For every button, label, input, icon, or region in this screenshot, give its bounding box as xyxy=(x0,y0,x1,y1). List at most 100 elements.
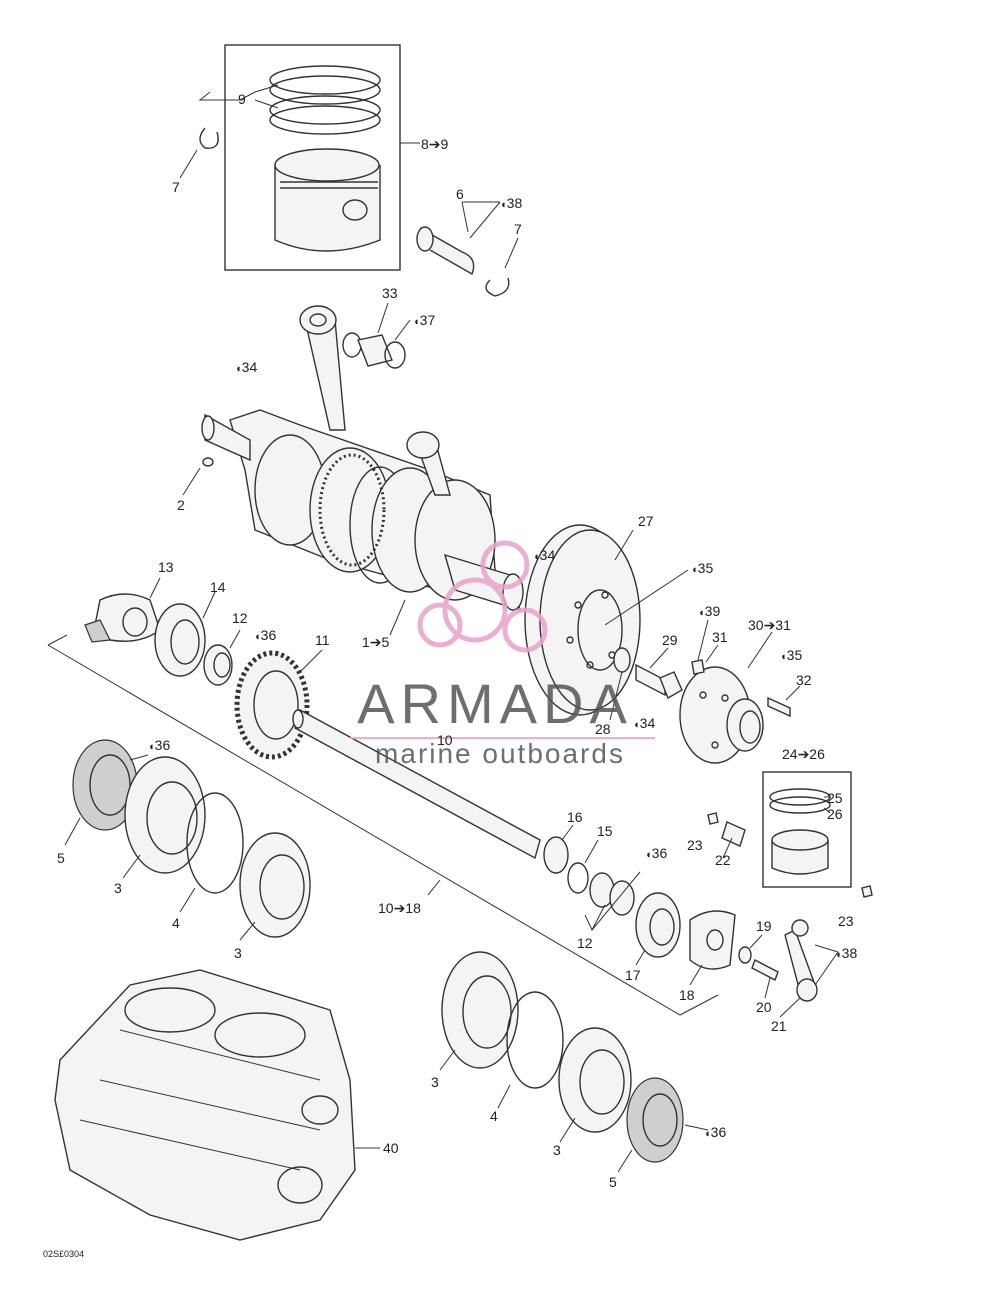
bolt-29 xyxy=(635,647,683,700)
bearing-14 xyxy=(154,591,216,677)
label-15: 15 xyxy=(597,823,613,839)
label-21: 21 xyxy=(771,1018,787,1034)
label-6: 6 xyxy=(456,186,464,202)
crankcase-40 xyxy=(54,969,380,1241)
bearing-17 xyxy=(635,892,681,966)
nut-23-lower xyxy=(861,885,873,898)
piston-assembly-box xyxy=(198,44,420,271)
screw-32 xyxy=(767,685,801,718)
label-17: 17 xyxy=(625,967,641,983)
label-13: 13 xyxy=(158,559,174,575)
balancer-group-outline xyxy=(47,634,719,1016)
oil-drop-icon: ◖ xyxy=(633,719,640,731)
oil-drop-icon: ◖ xyxy=(413,316,420,328)
circlip-7-left xyxy=(179,127,219,179)
label-23-upper: 23 xyxy=(687,837,703,853)
oil-seal-12-upper xyxy=(203,629,241,686)
oil-drop-icon: ◖ xyxy=(835,949,842,961)
label-26: 26 xyxy=(827,806,843,822)
label-23-lower: 23 xyxy=(838,913,854,929)
balancer-weight-13 xyxy=(84,577,161,643)
oil-drop-icon: ◖ xyxy=(254,631,261,643)
leader-10-18 xyxy=(427,879,441,896)
label-27: 27 xyxy=(638,513,654,529)
label-10: 10 xyxy=(437,732,453,748)
drive-hub-30 xyxy=(679,631,773,764)
crankshaft-assembly xyxy=(182,305,524,636)
label-9: 9 xyxy=(238,91,246,107)
circlip-7-right xyxy=(485,237,519,297)
oil-drop-icon: ◖ xyxy=(645,849,652,861)
label-1-5: 1➔5 xyxy=(362,634,390,650)
label-34-mid: ◖34 xyxy=(533,547,555,563)
label-3-left-b: 3 xyxy=(234,945,242,961)
label-28: 28 xyxy=(595,721,611,737)
oil-drop-icon: ◖ xyxy=(235,363,242,375)
oil-drop-icon: ◖ xyxy=(698,607,705,619)
label-30-31: 30➔31 xyxy=(748,617,791,633)
label-3-left-a: 3 xyxy=(114,880,122,896)
washer-28 xyxy=(609,647,631,721)
nut-23-upper xyxy=(707,812,719,825)
label-37: ◖37 xyxy=(413,312,435,328)
armada-logo-icon xyxy=(417,540,548,653)
figure-code: 02S£0304 xyxy=(43,1249,84,1259)
oil-drop-icon: ◖ xyxy=(691,564,698,576)
oil-drop-icon: ◖ xyxy=(500,199,507,211)
label-35-top: ◖35 xyxy=(691,560,713,576)
watermark-tagline: marine outboards xyxy=(375,738,625,769)
label-3-right-a: 3 xyxy=(431,1074,439,1090)
label-36-mid: ◖36 xyxy=(645,845,667,861)
pin-19 xyxy=(738,934,763,964)
ring-4-left xyxy=(179,792,244,913)
screw-31 xyxy=(691,619,719,675)
piston-pin-6 xyxy=(416,201,501,276)
label-14: 14 xyxy=(210,579,226,595)
label-38-right: ◖38 xyxy=(835,945,857,961)
label-40: 40 xyxy=(383,1140,399,1156)
oil-drop-icon: ◖ xyxy=(780,651,787,663)
oil-drop-icon: ◖ xyxy=(533,551,540,563)
label-22: 22 xyxy=(715,852,731,868)
label-35-right: ◖35 xyxy=(780,647,802,663)
label-11: 11 xyxy=(315,632,330,648)
piston-kit-box-24 xyxy=(762,771,852,888)
needle-bearing-16 xyxy=(543,824,574,874)
label-12-upper: 12 xyxy=(232,610,248,626)
label-4-left: 4 xyxy=(172,915,180,931)
bearing-3-left-b xyxy=(239,832,311,941)
needle-bearing-33 xyxy=(342,302,411,369)
label-34-low: ◖34 xyxy=(633,715,655,731)
oil-drop-icon: ◖ xyxy=(704,1128,711,1140)
label-5-right: 5 xyxy=(609,1174,617,1190)
label-18: 18 xyxy=(679,987,695,1003)
watermark-brand: ARMADA xyxy=(357,672,633,735)
label-16: 16 xyxy=(567,809,583,825)
balancer-rod-21 xyxy=(779,919,839,1018)
bearing-3-left-a xyxy=(122,756,206,879)
label-33: 33 xyxy=(382,285,398,301)
label-36-upper: ◖36 xyxy=(254,627,276,643)
bearing-3-right-b xyxy=(558,1027,632,1143)
balancer-weight-18 xyxy=(689,910,736,986)
label-29: 29 xyxy=(662,632,678,648)
screw-20 xyxy=(751,959,779,999)
label-7-left: 7 xyxy=(172,179,180,195)
label-36-lower: ◖36 xyxy=(704,1124,726,1140)
armada-watermark: ARMADA marine outboards xyxy=(350,540,655,769)
oil-drop-icon: ◖ xyxy=(148,741,155,753)
label-24-26: 24➔26 xyxy=(782,746,825,762)
label-5-left: 5 xyxy=(57,850,65,866)
label-12-lower: 12 xyxy=(577,935,593,951)
oil-seal-12-lower xyxy=(584,871,641,932)
label-3-right-b: 3 xyxy=(553,1142,561,1158)
label-25: 25 xyxy=(827,790,843,806)
part-labels: 9 7 8➔9 6 ◖38 7 33 ◖37 ◖34 2 27 ◖34 ◖35 … xyxy=(43,91,857,1259)
label-20: 20 xyxy=(756,999,772,1015)
label-38-top: ◖38 xyxy=(500,195,522,211)
label-31: 31 xyxy=(712,629,728,645)
label-32: 32 xyxy=(796,672,812,688)
seal-5-right xyxy=(617,1077,709,1173)
pin-22 xyxy=(721,821,746,859)
